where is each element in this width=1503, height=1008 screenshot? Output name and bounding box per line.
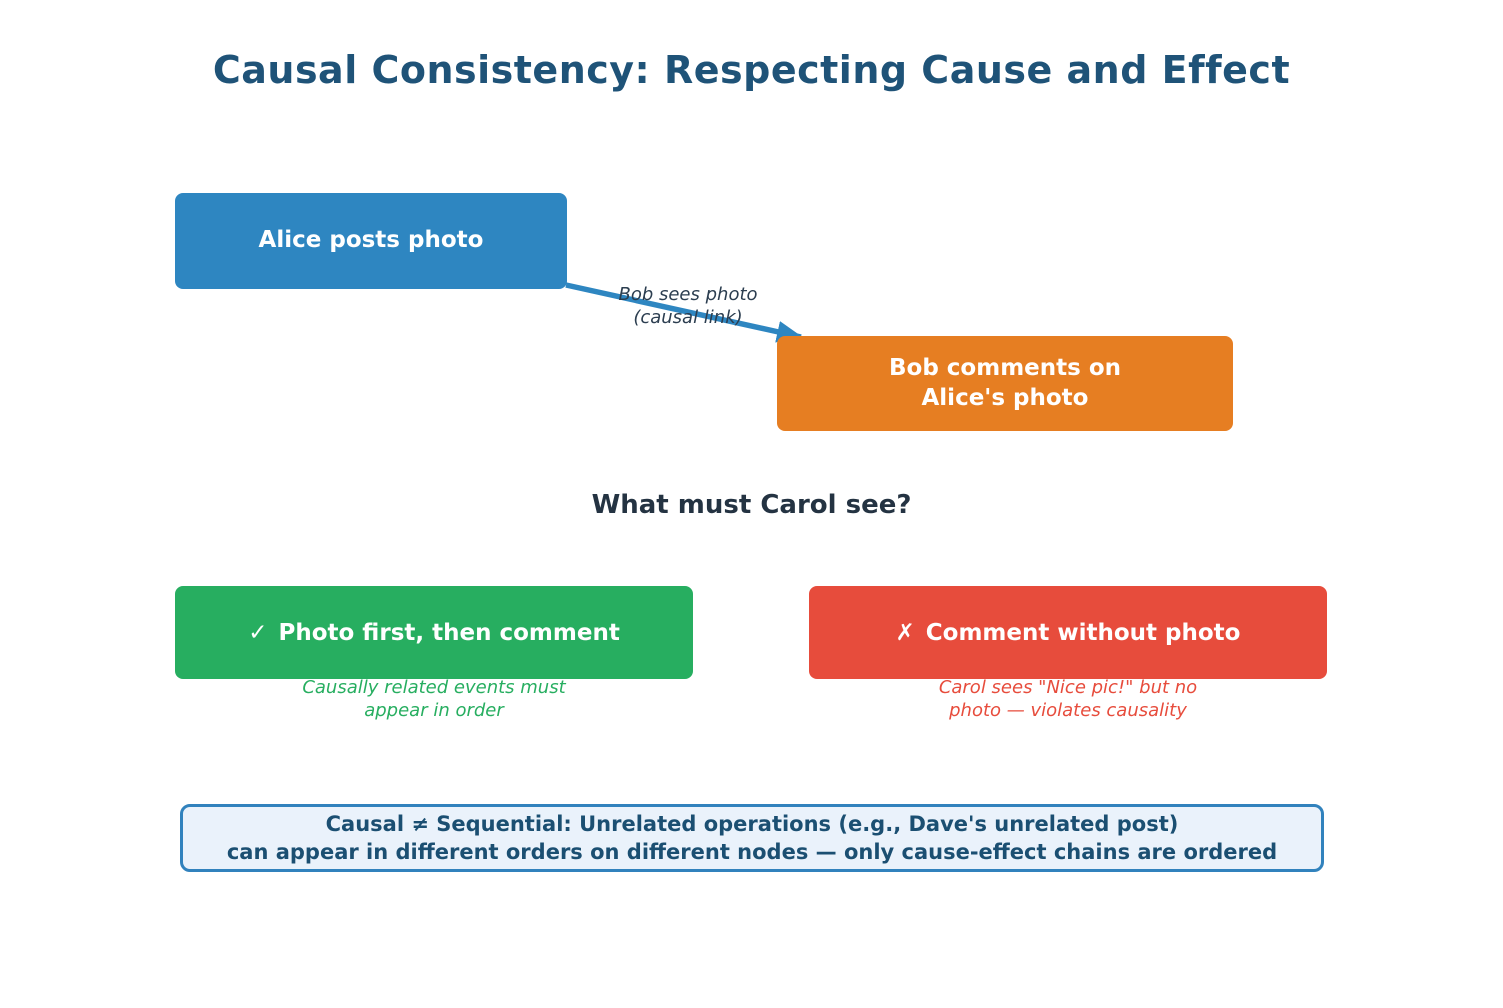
causal-vs-sequential-note: Causal ≠ Sequential: Unrelated operation… bbox=[180, 804, 1324, 872]
note-line-2: can appear in different orders on differ… bbox=[226, 840, 1278, 864]
page-title: Causal Consistency: Respecting Cause and… bbox=[212, 48, 1291, 92]
arrow-label-line-1: Bob sees photo bbox=[618, 284, 758, 305]
bob-comments-box: Bob comments on Alice's photo bbox=[777, 336, 1233, 431]
valid-caption-line-2: appear in order bbox=[364, 700, 504, 721]
invalid-order-label: Comment without photo bbox=[925, 619, 1241, 646]
invalid-caption-line-2: photo — violates causality bbox=[949, 700, 1187, 721]
bob-comments-line-1: Bob comments on bbox=[888, 355, 1121, 382]
carol-question-heading: What must Carol see? bbox=[591, 490, 912, 520]
invalid-order-box: ✗ Comment without photo bbox=[809, 586, 1327, 679]
valid-order-box: ✓ Photo first, then comment bbox=[175, 586, 693, 679]
check-icon: ✓ bbox=[248, 619, 268, 646]
valid-order-caption: Causally related events must appear in o… bbox=[175, 676, 693, 722]
invalid-caption-line-1: Carol sees "Nice pic!" but no bbox=[938, 677, 1198, 698]
causal-link-arrow-label: Bob sees photo (causal link) bbox=[598, 283, 778, 329]
valid-caption-line-1: Causally related events must bbox=[302, 677, 566, 698]
bob-comments-line-2: Alice's photo bbox=[921, 384, 1089, 411]
arrow-label-line-2: (causal link) bbox=[633, 307, 743, 328]
cross-icon: ✗ bbox=[895, 619, 915, 646]
alice-posts-photo-box: Alice posts photo bbox=[175, 193, 567, 289]
note-line-1: Causal ≠ Sequential: Unrelated operation… bbox=[325, 812, 1179, 836]
invalid-order-caption: Carol sees "Nice pic!" but no photo — vi… bbox=[809, 676, 1327, 722]
alice-posts-photo-label: Alice posts photo bbox=[258, 227, 484, 254]
valid-order-label: Photo first, then comment bbox=[278, 619, 620, 646]
